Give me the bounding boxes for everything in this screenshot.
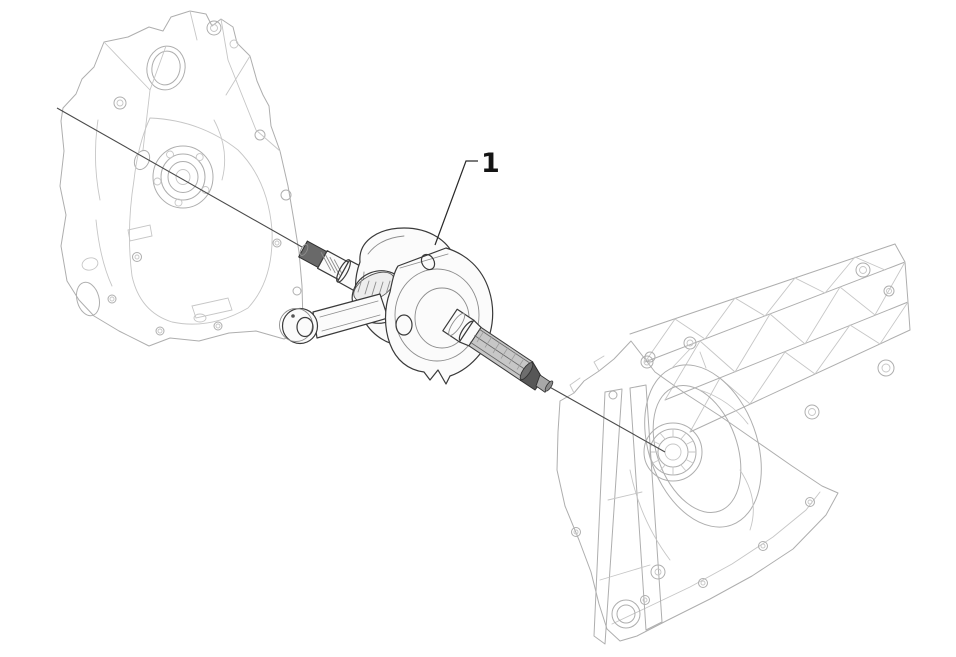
conrod-small-end — [279, 307, 319, 345]
crank-web-front — [384, 247, 494, 385]
callout-1-leader-line — [434, 160, 478, 246]
crank-output-shaft — [442, 308, 554, 393]
gasket-bolt-holes — [107, 238, 282, 336]
crankshaft-assembly-drawing — [279, 227, 554, 393]
left-crankcase-half-drawing — [59, 10, 304, 347]
main-bearing-bore — [152, 145, 214, 209]
right-gasket-bolt-holes — [571, 497, 815, 605]
callout-1[interactable]: 1 — [434, 148, 500, 246]
splined-section — [468, 326, 534, 381]
callout-1-label: 1 — [481, 148, 500, 179]
right-main-bearing-boss — [643, 336, 762, 528]
right-crankcase-half-drawing — [556, 243, 911, 645]
transmission-truss — [629, 243, 911, 433]
connecting-rod — [279, 270, 409, 345]
crankshaft-axis-centerline — [56, 107, 666, 453]
cam-chain-opening — [146, 45, 186, 91]
case-support-arm — [593, 355, 663, 645]
